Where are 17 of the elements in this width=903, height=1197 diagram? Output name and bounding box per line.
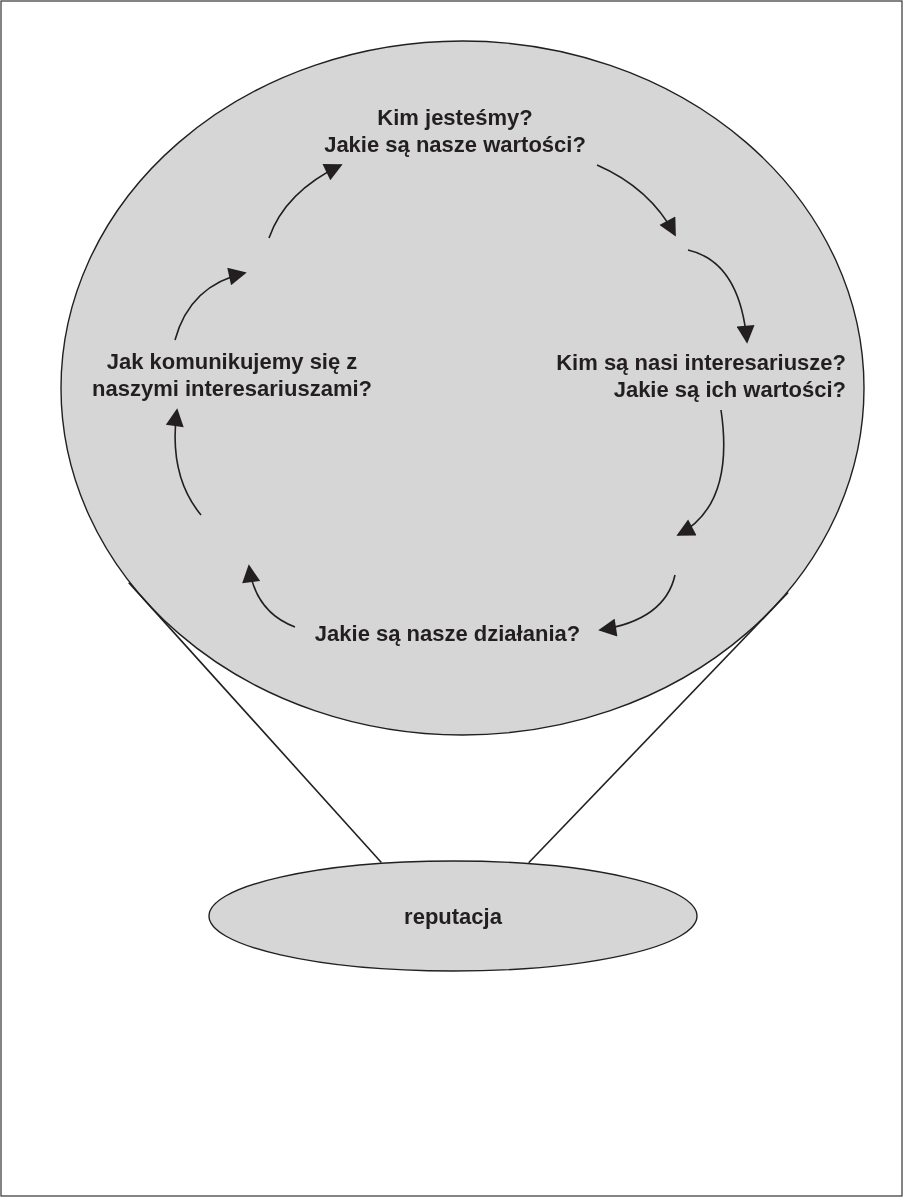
curved-arrow (242, 564, 296, 628)
curved-arrow (166, 408, 202, 516)
question-text: Jak komunikujemy się z naszymi interesariuszami? (91, 348, 373, 402)
question-text: Jakie są ich wartości? (612, 376, 846, 403)
connector-line (527, 591, 789, 864)
question-text: Jakie są nasze działania? (313, 619, 582, 647)
question-text: Jakie są nasze wartości? (323, 131, 587, 158)
ellipse-label: reputacja (403, 902, 503, 930)
question-text: Kim są nasi interesariusze? (555, 349, 846, 376)
curved-arrow (687, 249, 755, 344)
curved-arrow (596, 164, 676, 237)
curved-arrow (174, 268, 247, 341)
connector-line (128, 581, 383, 864)
question-text: Kim jesteśmy? (376, 104, 534, 131)
curved-arrow (676, 409, 725, 536)
curved-arrow (268, 164, 343, 239)
curved-arrow (598, 574, 676, 636)
